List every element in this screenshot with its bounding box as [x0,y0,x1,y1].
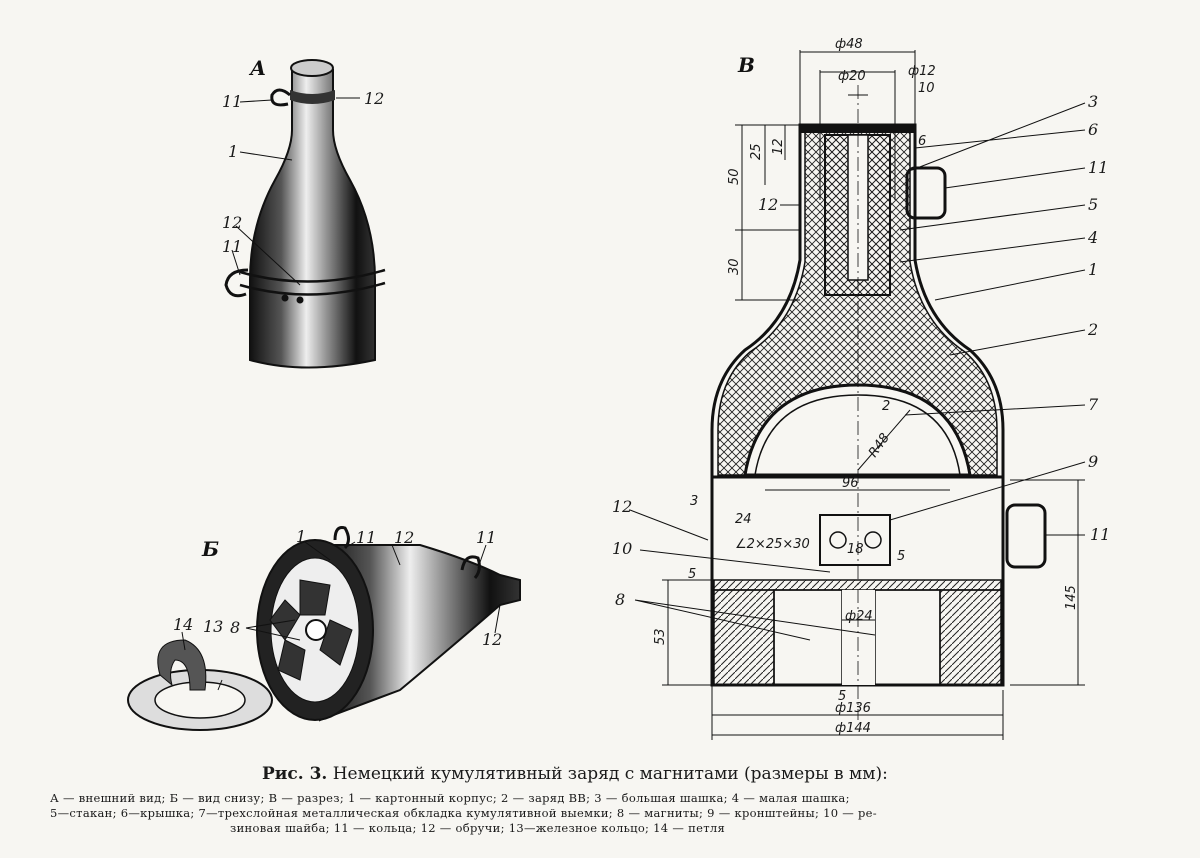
caption-line-3: зиновая шайба; 11 — кольца; 12 — обручи;… [230,821,726,835]
dim-5: 5 [897,549,905,564]
label-9: 9 [1088,452,1098,471]
label-12: 12 [612,497,632,516]
dim-d24: ф24 [845,609,873,624]
label-14: 14 [173,615,193,634]
dim-angle: ∠2×25×30 [735,537,810,552]
dim-3: 3 [690,494,698,509]
dim-53: 53 [653,628,668,645]
label-11: 11 [356,528,376,547]
dim-6: 6 [918,134,926,149]
label-1: 1 [296,527,306,546]
label-11: 11 [1088,158,1108,177]
dim-24: 24 [735,512,752,527]
label-13: 13 [203,617,223,636]
dim-5: 5 [688,567,696,582]
label-10: 10 [612,539,632,558]
label-11: 11 [222,237,242,256]
dim-18: 18 [847,542,864,557]
label-8: 8 [230,618,240,637]
label-5: 5 [1088,195,1098,214]
dim-d12: ф12 [908,64,936,79]
label-11: 11 [1090,525,1110,544]
dim-d136: ф136 [835,701,871,716]
dim-12: 12 [771,138,786,155]
leader-lines-a [231,97,360,286]
dim-25: 25 [749,143,764,160]
dim-30: 30 [727,258,742,275]
label-12: 12 [758,195,778,214]
caption-line-2: 5—стакан; 6—крышка; 7—трехслойная металл… [50,806,877,820]
figure-title: Немецкий кумулятивный заряд с магнитами … [332,764,888,784]
figure-number: Рис. 3. [262,764,328,784]
label-4: 4 [1087,228,1098,247]
figure-caption-title: Рис. 3. Немецкий кумулятивный заряд с ма… [262,764,888,784]
dim-d20: ф20 [838,69,866,84]
label-12: 12 [394,528,414,547]
dim-145: 145 [1064,585,1079,610]
label-3: 3 [1088,92,1098,111]
label-12: 12 [222,213,242,232]
label-1: 1 [1088,260,1098,279]
label-8: 8 [615,590,625,609]
view-v-section: В [612,37,1110,740]
dim-10: 10 [918,81,935,96]
label-7: 7 [1088,395,1099,414]
view-a-label: А [248,56,266,80]
dim-2: 2 [882,399,890,414]
dim-96: 96 [842,476,859,491]
label-12: 12 [482,630,502,649]
label-1: 1 [228,142,238,161]
label-11: 11 [222,92,242,111]
dim-d144: ф144 [835,721,871,736]
caption-line-1: А — внешний вид; Б — вид снизу; В — разр… [50,791,850,805]
view-v-label: В [737,53,755,77]
dim-d48: ф48 [835,37,863,52]
view-b-label: Б [201,537,219,561]
label-6: 6 [1088,120,1098,139]
label-11: 11 [476,528,496,547]
view-b-bottom: Б 1 11 12 11 8 14 13 12 [127,526,521,731]
view-a-external: А 11 12 1 12 11 [222,56,386,369]
label-2: 2 [1087,320,1098,339]
dim-5: 5 [838,689,846,704]
label-12: 12 [364,89,384,108]
dim-50: 50 [727,168,742,185]
